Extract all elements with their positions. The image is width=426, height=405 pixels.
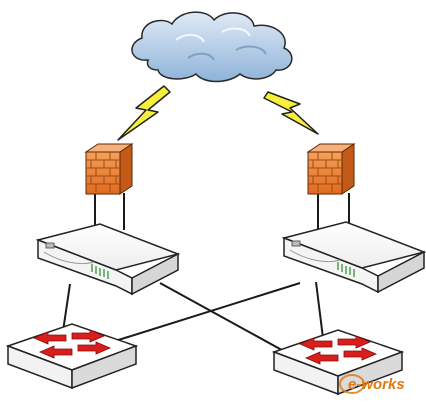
- edge-router-left-switch-right: [159, 282, 301, 361]
- watermark-logo: e-works: [339, 374, 405, 394]
- firewall-left: [84, 143, 134, 195]
- watermark-text: e-works: [348, 376, 405, 393]
- switch-icon: [32, 329, 112, 359]
- router-port-icon: [291, 240, 301, 247]
- cloud-icon: [131, 11, 293, 83]
- firewall-right: [306, 143, 356, 195]
- lightning-bolt-icon-right: [263, 91, 319, 135]
- switch-left: [5, 323, 139, 390]
- router-right: [281, 221, 426, 294]
- edge-router-right-switch-left: [111, 282, 301, 343]
- router-left: [35, 223, 181, 296]
- connection-lines: [61, 190, 350, 361]
- lightning-bolt-icon-left: [117, 85, 171, 141]
- switch-icon: [298, 335, 378, 365]
- router-port-icon: [45, 242, 55, 249]
- switch-right: [271, 329, 405, 396]
